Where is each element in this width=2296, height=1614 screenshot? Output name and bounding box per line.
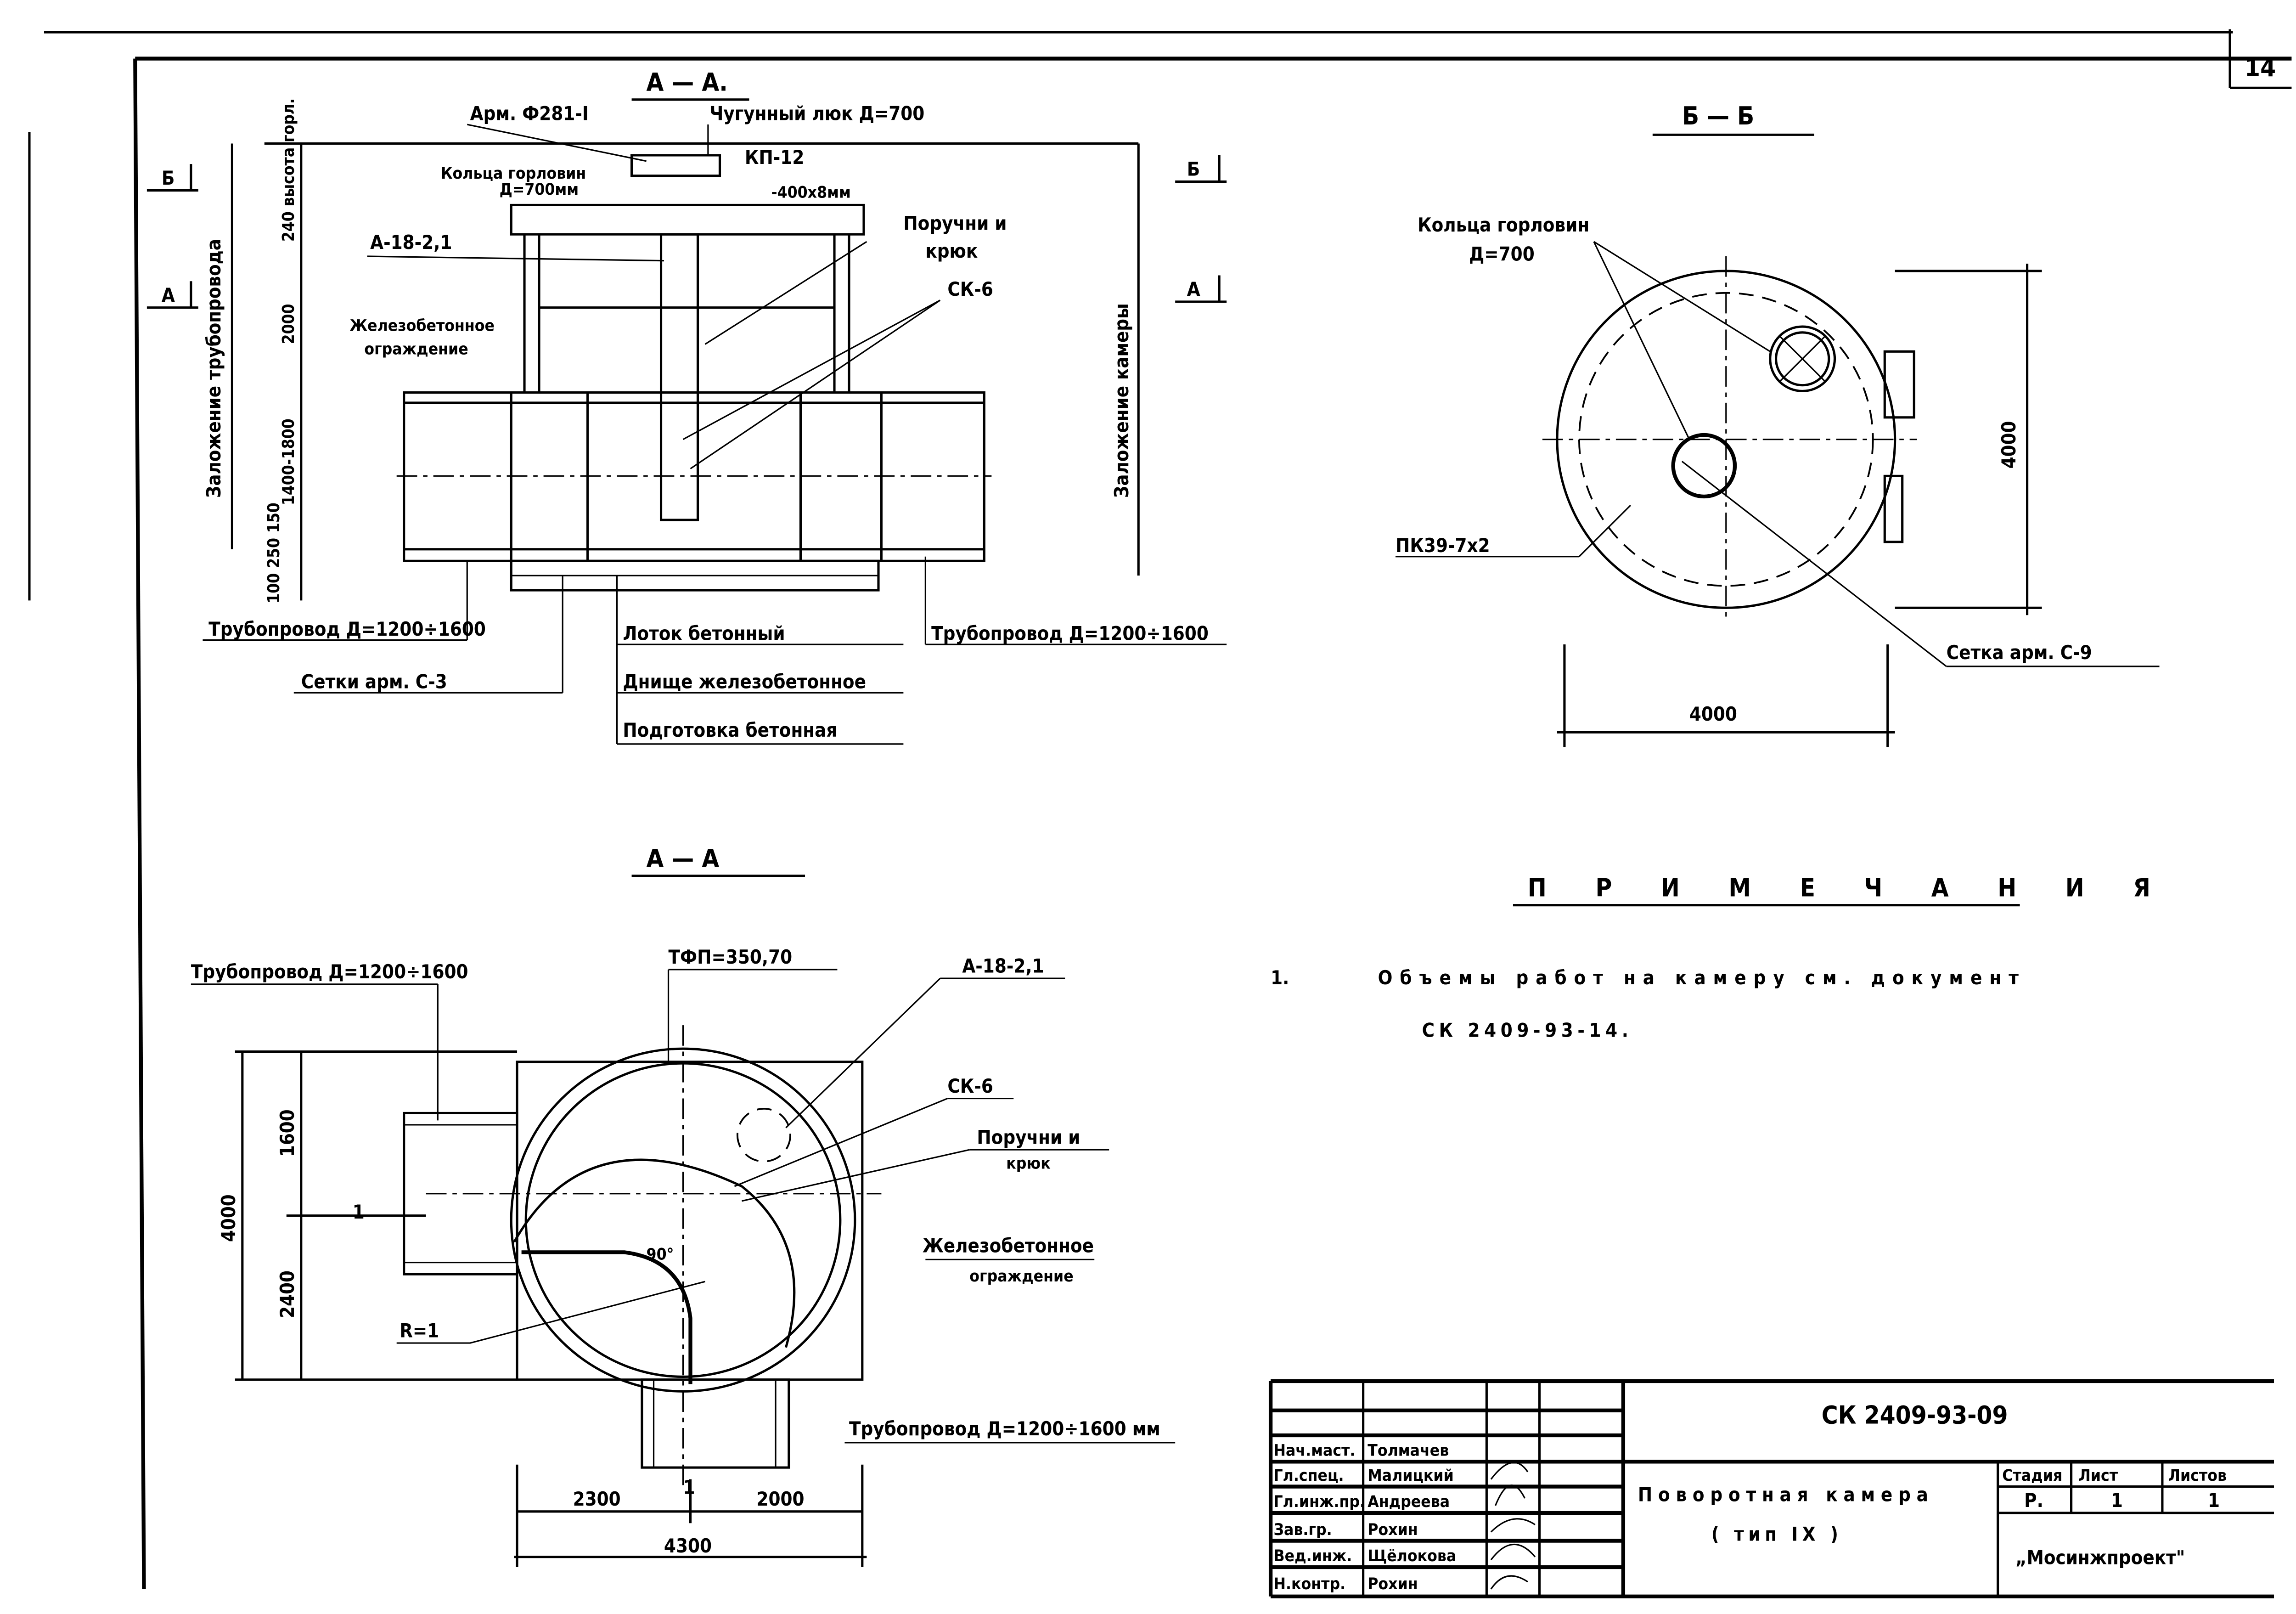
drawing-subtitle: ( тип IX ) — [1711, 1523, 1843, 1546]
label-depth-pipe: Заложение трубопровода — [203, 239, 225, 498]
cut-mark-1-bottom: 1 — [683, 1476, 695, 1499]
dim-pipe: 1400-1800 — [279, 418, 298, 505]
label-neck-height: 240 высота горл. — [279, 98, 298, 242]
drawing-title: Поворотная камера — [1638, 1484, 1934, 1506]
section-b-b: Б — Б Кольца горловин Д=700 ПК39-7х2 Сет… — [1396, 102, 2160, 747]
section-1-1-title: А — А. — [647, 68, 728, 97]
label-sk: СК-6 — [947, 278, 993, 300]
dim-2400: 2400 — [276, 1270, 298, 1318]
dim-4300: 4300 — [664, 1535, 712, 1557]
dim-2000-aa: 2000 — [756, 1488, 804, 1510]
notes: П Р И М Е Ч А Н И Я 1. Объемы работ на к… — [1271, 874, 2171, 1042]
title-block: СК 2409-93-09 Поворотная камера ( тип IX… — [1268, 1379, 2274, 1598]
label-slab: А-18-2,1 — [370, 231, 452, 254]
stage-value: Р. — [2024, 1489, 2043, 1512]
label-pk: ПК39-7х2 — [1396, 534, 1490, 557]
label-rail: Поручни и — [903, 212, 1007, 235]
label-pipe-bottom: Трубопровод Д=1200÷1600 мм — [849, 1417, 1160, 1440]
note-line-1: Объемы работ на камеру см. документ — [1378, 966, 2026, 989]
section-1-1: А — А. Арм. — [146, 68, 1227, 745]
dim-small: 100 250 150 — [264, 502, 283, 604]
role: Н.контр. — [1274, 1574, 1346, 1593]
section-a-a: А — А Трубопровод Д=1200÷1600 ТФП=350,70… — [191, 844, 1176, 1567]
role: Гл.инж.пр. — [1274, 1492, 1366, 1511]
label-sk-aa: СК-6 — [947, 1075, 993, 1097]
label-pipe-left: Трубопровод Д=1200÷1600 — [208, 618, 486, 640]
label-arm: Арм. Ф281-I — [470, 102, 589, 125]
label-kp: КП-12 — [745, 146, 804, 169]
sheet-header: Лист — [2079, 1466, 2118, 1485]
label-fence-2-aa: ограждение — [969, 1267, 1073, 1286]
cut-mark-b-right: Б — [1187, 158, 1200, 181]
sheet-frame — [28, 29, 2292, 1589]
cut-mark-b-left: Б — [162, 167, 175, 189]
dim-4000: 4000 — [217, 1194, 240, 1242]
label-ring-d: Д=700мм — [500, 180, 579, 199]
person-name: Андреева — [1367, 1492, 1450, 1511]
role: Зав.гр. — [1274, 1520, 1332, 1539]
label-angle: 90° — [647, 1245, 674, 1264]
label-pipe-right: Трубопровод Д=1200÷1600 — [931, 622, 1209, 645]
label-tfp: ТФП=350,70 — [669, 946, 793, 968]
cut-mark-a-left: А — [162, 284, 175, 306]
section-b-b-title: Б — Б — [1682, 102, 1755, 130]
label-mesh-bb: Сетка арм. С-9 — [1947, 641, 2092, 664]
person-name: Щёлокова — [1367, 1546, 1456, 1565]
label-rail-2-aa: крюк — [1006, 1154, 1050, 1173]
sheet-value: 1 — [2111, 1489, 2123, 1512]
label-fence-2: ограждение — [364, 340, 468, 359]
role: Гл.спец. — [1274, 1466, 1344, 1485]
note-line-2: СК 2409-93-14. — [1422, 1019, 1633, 1042]
label-depth-chamber: Заложение камеры — [1110, 303, 1133, 498]
label-rail-aa: Поручни и — [977, 1126, 1080, 1148]
label-prep: Подготовка бетонная — [623, 719, 837, 741]
label-ring-bb: Кольца горловин — [1418, 214, 1589, 236]
organization: „Мосинжпроект" — [2015, 1546, 2185, 1569]
dim-2000: 2000 — [279, 304, 298, 344]
label-hatch: Чугунный люк Д=700 — [709, 102, 924, 125]
label-radius: R=1 — [400, 1319, 439, 1342]
person-name: Рохин — [1367, 1574, 1418, 1593]
signatures-table: Нач.маст. Толмачев Гл.спец. Малицкий Гл.… — [1274, 1441, 1536, 1593]
cut-mark-a-right: А — [1187, 278, 1200, 300]
person-name: Малицкий — [1367, 1466, 1454, 1485]
person-name: Толмачев — [1367, 1441, 1449, 1460]
dim-1600: 1600 — [276, 1109, 298, 1157]
section-a-a-title: А — А — [647, 844, 720, 873]
label-rail-2: крюк — [925, 240, 978, 262]
dim-2300: 2300 — [573, 1488, 621, 1510]
label-tray: Лоток бетонный — [623, 622, 785, 645]
signatures — [1490, 1462, 1536, 1590]
label-ring: Кольца горловин — [441, 164, 586, 183]
sheets-header: Листов — [2168, 1466, 2227, 1485]
document-code: СК 2409-93-09 — [1822, 1401, 2008, 1430]
role: Нач.маст. — [1274, 1441, 1356, 1460]
cut-mark-1-left: 1 — [353, 1201, 365, 1223]
dim-width-bb: 4000 — [1689, 703, 1737, 725]
label-plate: -400х8мм — [771, 183, 850, 202]
label-slab-aa: А-18-2,1 — [962, 954, 1044, 977]
role: Вед.инж. — [1274, 1546, 1352, 1565]
notes-title: П Р И М Е Ч А Н И Я — [1528, 874, 2171, 903]
dim-height-bb: 4000 — [1998, 421, 2020, 469]
label-pipe-top: Трубопровод Д=1200÷1600 — [191, 960, 468, 983]
sheet-number: 14 — [2245, 53, 2276, 82]
label-bottom: Днище железобетонное — [623, 671, 866, 693]
label-fence-aa: Железобетонное — [923, 1234, 1094, 1257]
label-mesh: Сетки арм. С-3 — [301, 671, 447, 693]
label-fence: Железобетонное — [349, 316, 495, 335]
label-ring-d-bb: Д=700 — [1469, 243, 1535, 265]
person-name: Рохин — [1367, 1520, 1418, 1539]
sheets-value: 1 — [2208, 1489, 2220, 1512]
note-number: 1. — [1271, 966, 1289, 989]
stage-header: Стадия — [2002, 1466, 2062, 1485]
